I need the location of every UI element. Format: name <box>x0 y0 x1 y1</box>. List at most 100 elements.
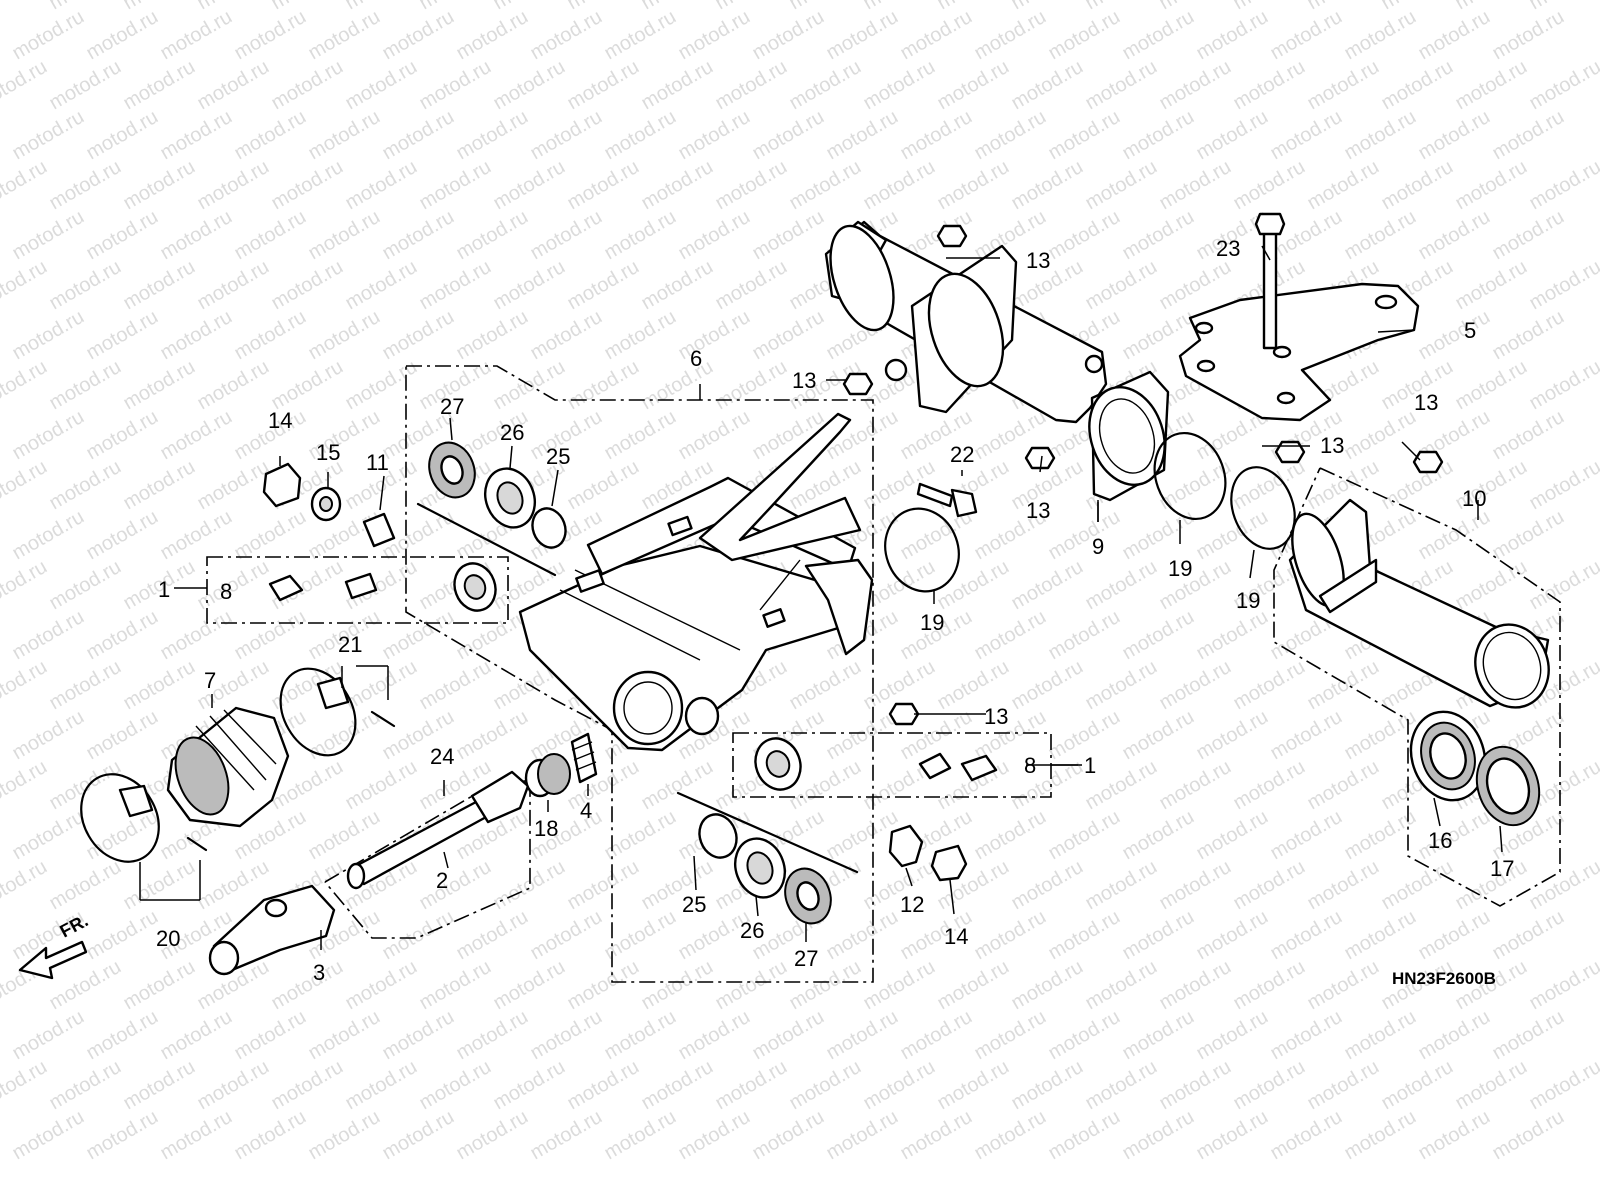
drive-shaft <box>346 770 530 890</box>
watermark-text: motod.ru <box>1230 856 1309 915</box>
watermark-text: motod.ru <box>1267 106 1346 165</box>
bearing-set-line-upper <box>416 502 557 577</box>
watermark-text: motod.ru <box>342 356 421 415</box>
watermark-text: motod.ru <box>1193 106 1272 165</box>
watermark-text: motod.ru <box>83 706 162 765</box>
watermark-text: motod.ru <box>231 1006 310 1065</box>
watermark-text: motod.ru <box>1156 156 1235 215</box>
watermark-text: motod.ru <box>9 806 88 865</box>
watermark-text: motod.ru <box>46 356 125 415</box>
watermark-text: motod.ru <box>860 156 939 215</box>
watermark-text: motod.ru <box>1452 556 1531 615</box>
watermark-text: motod.ru <box>712 1056 791 1115</box>
watermark-text: motod.ru <box>194 156 273 215</box>
watermark-text: motod.ru <box>194 1056 273 1115</box>
watermark-text: motod.ru <box>120 656 199 715</box>
watermark-text: motod.ru <box>490 0 569 14</box>
watermark-text: motod.ru <box>379 106 458 165</box>
watermark-text: motod.ru <box>46 856 125 915</box>
watermark-text: motod.ru <box>934 0 1013 14</box>
watermark-text: motod.ru <box>1193 506 1272 565</box>
watermark-text: motod.ru <box>564 0 643 14</box>
watermark-text: motod.ru <box>268 1056 347 1115</box>
callout-14-a: 14 <box>268 408 292 433</box>
callout-11: 11 <box>366 450 389 475</box>
watermark-text: motod.ru <box>1267 6 1346 65</box>
watermark-text: motod.ru <box>1267 806 1346 865</box>
watermark-text: motod.ru <box>1526 356 1600 415</box>
watermark-text: motod.ru <box>305 806 384 865</box>
watermark-text: motod.ru <box>1230 0 1309 14</box>
callout-1-left: 1 <box>158 577 170 602</box>
callout-12: 12 <box>900 892 924 917</box>
watermark-text: motod.ru <box>823 1106 902 1165</box>
watermark-text: motod.ru <box>490 256 569 315</box>
callout-13-f: 13 <box>984 704 1008 729</box>
watermark-text: motod.ru <box>9 606 88 665</box>
watermark-text: motod.ru <box>1526 0 1600 14</box>
watermark-text: motod.ru <box>1230 156 1309 215</box>
watermark-text: motod.ru <box>1156 1056 1235 1115</box>
watermark-text: motod.ru <box>675 106 754 165</box>
watermark-text: motod.ru <box>971 1006 1050 1065</box>
watermark-text: motod.ru <box>1489 106 1568 165</box>
watermark-text: motod.ru <box>564 56 643 115</box>
watermark-text: motod.ru <box>1489 206 1568 265</box>
watermark-text: motod.ru <box>1489 406 1568 465</box>
watermark-text: motod.ru <box>1082 0 1161 14</box>
watermark-text: motod.ru <box>342 256 421 315</box>
watermark-text: motod.ru <box>1193 906 1272 965</box>
watermark-text: motod.ru <box>342 156 421 215</box>
callout-8-right: 8 <box>1024 753 1036 778</box>
watermark-text: motod.ru <box>1082 656 1161 715</box>
callout-19-b: 19 <box>1168 556 1192 581</box>
watermark-text: motod.ru <box>1415 106 1494 165</box>
watermark-text: motod.ru <box>1082 556 1161 615</box>
watermark-text: motod.ru <box>860 456 939 515</box>
watermark-text: motod.ru <box>157 6 236 65</box>
watermark-text: motod.ru <box>860 956 939 1015</box>
watermark-text: motod.ru <box>564 856 643 915</box>
watermark-text: motod.ru <box>823 6 902 65</box>
watermark-text: motod.ru <box>1526 156 1600 215</box>
watermark-text: motod.ru <box>1378 0 1457 14</box>
watermark-text: motod.ru <box>1230 656 1309 715</box>
watermark-text: motod.ru <box>194 56 273 115</box>
watermark-text: motod.ru <box>786 1056 865 1115</box>
callout-labels: 1 1 2 3 4 5 6 7 8 8 9 10 11 12 13 13 13 … <box>156 236 1514 985</box>
watermark-text: motod.ru <box>490 1056 569 1115</box>
watermark-text: motod.ru <box>1119 106 1198 165</box>
watermark-text: motod.ru <box>83 306 162 365</box>
watermark-text: motod.ru <box>1082 856 1161 915</box>
watermark-text: motod.ru <box>1415 506 1494 565</box>
watermark-text: motod.ru <box>601 1106 680 1165</box>
watermark-text: motod.ru <box>9 306 88 365</box>
o-rings-19 <box>884 431 1296 593</box>
watermark-text: motod.ru <box>379 206 458 265</box>
callout-13-c: 13 <box>1026 498 1050 523</box>
watermark-text: motod.ru <box>453 1106 532 1165</box>
callout-8-left: 8 <box>220 579 232 604</box>
watermark-text: motod.ru <box>46 1056 125 1115</box>
watermark-text: motod.ru <box>305 706 384 765</box>
watermark-text: motod.ru <box>1156 856 1235 915</box>
callout-1-right: 1 <box>1084 753 1096 778</box>
watermark-text: motod.ru <box>638 956 717 1015</box>
watermark-text: motod.ru <box>46 156 125 215</box>
watermark-text: motod.ru <box>1082 956 1161 1015</box>
watermark-text: motod.ru <box>1119 706 1198 765</box>
watermark-text: motod.ru <box>564 156 643 215</box>
callout-27-lower: 27 <box>794 946 818 971</box>
watermark-text: motod.ru <box>379 906 458 965</box>
watermark-text: motod.ru <box>564 956 643 1015</box>
watermark-text: motod.ru <box>305 1106 384 1165</box>
watermark-text: motod.ru <box>9 6 88 65</box>
watermark-text: motod.ru <box>1267 906 1346 965</box>
watermark-text: motod.ru <box>416 56 495 115</box>
watermark-text: motod.ru <box>971 1106 1050 1165</box>
watermark-text: motod.ru <box>453 6 532 65</box>
callout-3: 3 <box>313 960 325 985</box>
watermark-text: motod.ru <box>1156 756 1235 815</box>
watermark-text: motod.ru <box>1082 56 1161 115</box>
watermark-text: motod.ru <box>0 756 51 815</box>
